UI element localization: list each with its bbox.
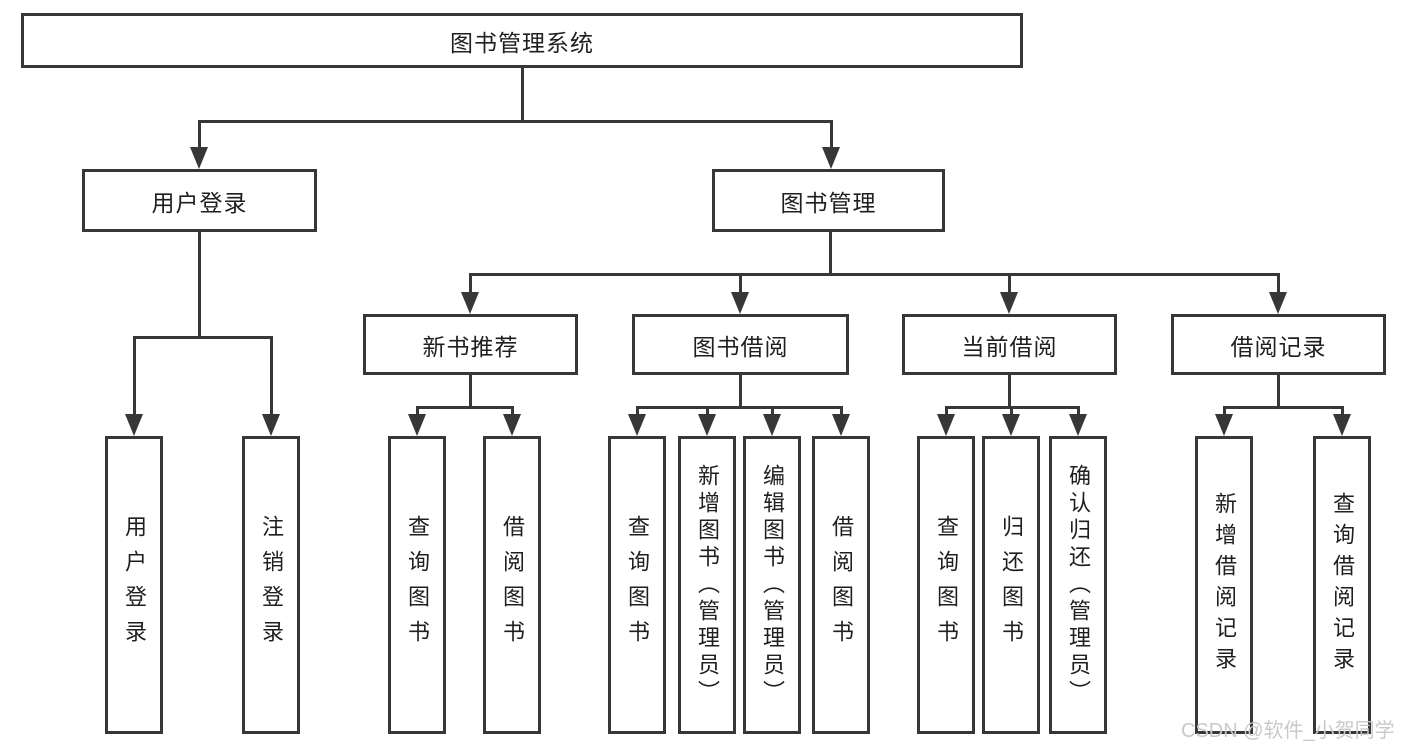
csdn-watermark: CSDN @软件_小贺同学 [1181,720,1395,742]
leaf-logout: 注销登录 [242,436,300,734]
arrowhead-down [1069,414,1087,436]
connector-drop [133,336,136,419]
arrowhead-down [1000,292,1018,314]
connector-drop [636,406,639,419]
connector-recommend-bus [416,406,513,409]
connector-drop [771,406,774,419]
arrowhead-down [461,292,479,314]
leaf-label: 借阅图书 [829,515,854,655]
connector-drop [1341,406,1344,419]
arrowhead-down [190,147,208,169]
leaf-add-book-admin: 新增图书（管理员） [678,436,736,734]
node-label: 用户登录 [151,189,248,216]
arrowhead-down [628,414,646,436]
leaf-label: 查询图书 [625,515,650,655]
arrowhead-down [832,414,850,436]
leaf-user-login: 用户登录 [105,436,163,734]
connector-drop [270,336,273,419]
arrowhead-down [763,414,781,436]
leaf-add-borrow-record: 新增借阅记录 [1195,436,1253,734]
connector-drop [840,406,843,419]
leaf-label: 新增借阅记录 [1212,492,1237,678]
leaf-query-book-current: 查询图书 [917,436,975,734]
node-new-book-recommend: 新书推荐 [363,314,578,375]
leaf-label: 新增图书（管理员） [695,463,720,707]
leaf-label: 确认归还（管理员） [1066,463,1091,707]
node-library-management-system: 图书管理系统 [21,13,1023,68]
node-label: 图书管理 [780,189,877,216]
leaf-label: 注销登录 [259,515,284,655]
connector-drop [706,406,709,419]
leaf-label: 编辑图书（管理员） [760,463,785,707]
node-label: 当前借阅 [961,333,1058,360]
arrowhead-down [698,414,716,436]
node-label: 图书管理系统 [450,29,594,56]
connector-records-bus [1223,406,1343,409]
leaf-return-book: 归还图书 [982,436,1040,734]
connector-userlogin-bus [133,336,272,339]
connector-borrowing-bus [636,406,842,409]
leaf-query-borrow-record: 查询借阅记录 [1313,436,1371,734]
leaf-label: 查询借阅记录 [1330,492,1355,678]
node-label: 借阅记录 [1230,333,1327,360]
connector-drop [416,406,419,419]
connector-drop [1008,273,1011,299]
arrowhead-down [937,414,955,436]
connector-root-stem [521,68,524,123]
connector-drop [1010,406,1013,419]
leaf-label: 归还图书 [999,515,1024,655]
connector-drop [945,406,948,419]
node-current-borrowing: 当前借阅 [902,314,1117,375]
connector-drop [830,120,833,152]
leaf-edit-book-admin: 编辑图书（管理员） [743,436,801,734]
arrowhead-down [408,414,426,436]
connector-borrowing-stem [739,375,742,409]
arrowhead-down [262,414,280,436]
connector-drop [198,120,201,152]
arrowhead-down [1002,414,1020,436]
leaf-query-book-borrow: 查询图书 [608,436,666,734]
node-book-borrowing: 图书借阅 [632,314,849,375]
node-label: 新书推荐 [422,333,519,360]
node-book-management: 图书管理 [712,169,945,232]
leaf-label: 查询图书 [405,515,430,655]
arrowhead-down [503,414,521,436]
connector-userlogin-stem [198,232,201,339]
connector-drop [1223,406,1226,419]
connector-drop [511,406,514,419]
connector-drop [1077,406,1080,419]
leaf-label: 借阅图书 [500,515,525,655]
arrowhead-down [731,292,749,314]
connector-root-bus [198,120,832,123]
leaf-label: 用户登录 [122,515,147,655]
connector-drop [1277,273,1280,299]
node-borrowing-records: 借阅记录 [1171,314,1386,375]
leaf-query-book-recommend: 查询图书 [388,436,446,734]
leaf-confirm-return-admin: 确认归还（管理员） [1049,436,1107,734]
node-user-login: 用户登录 [82,169,317,232]
node-label: 图书借阅 [692,333,789,360]
arrowhead-down [822,147,840,169]
arrowhead-down [125,414,143,436]
connector-current-stem [1008,375,1011,409]
leaf-borrow-book: 借阅图书 [812,436,870,734]
leaf-label: 查询图书 [934,515,959,655]
leaf-borrow-book-recommend: 借阅图书 [483,436,541,734]
connector-drop [739,273,742,299]
connector-bookmgmt-bus [469,273,1280,276]
arrowhead-down [1269,292,1287,314]
connector-records-stem [1277,375,1280,409]
connector-drop [469,273,472,299]
arrowhead-down [1333,414,1351,436]
arrowhead-down [1215,414,1233,436]
connector-bookmgmt-stem [829,232,832,276]
connector-recommend-stem [469,375,472,409]
